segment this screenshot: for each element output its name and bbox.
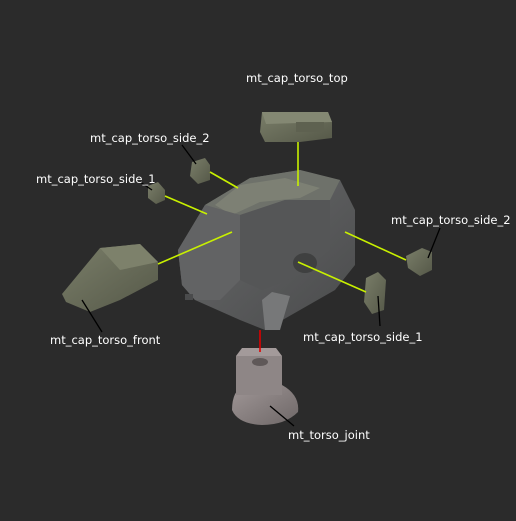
leader-side-1-left (139, 181, 153, 191)
leader-side-2-left (181, 144, 197, 165)
torso-joint-part (232, 348, 299, 425)
label-torso-top: mt_cap_torso_top (246, 71, 348, 85)
connector-side-2-right (344, 231, 407, 261)
torso-side-2-right-part (406, 248, 432, 276)
label-torso-front: mt_cap_torso_front (50, 333, 161, 347)
torso-body (178, 170, 355, 330)
torso-side-1-right-part (364, 272, 386, 314)
connector-lines (157, 142, 407, 352)
leader-side-1-right (377, 295, 381, 327)
leader-joint (269, 405, 295, 427)
torso-side-1-left-part (148, 182, 165, 204)
connector-side-2-left (209, 171, 239, 189)
leader-front (81, 299, 103, 333)
torso-side-2-left-part (190, 158, 210, 184)
label-torso-joint: mt_torso_joint (288, 428, 370, 442)
leader-side-2-right (427, 227, 441, 259)
label-torso-side-2-left: mt_cap_torso_side_2 (90, 131, 210, 145)
connector-front (157, 231, 233, 265)
torso-top-part (260, 112, 332, 142)
label-torso-side-1-left: mt_cap_torso_side_1 (36, 172, 156, 186)
leader-lines (81, 144, 441, 427)
torso-front-part (62, 244, 158, 312)
connector-side-1-left (164, 195, 208, 215)
label-torso-side-1-right: mt_cap_torso_side_1 (303, 330, 423, 344)
connector-side-1-right (297, 261, 367, 293)
label-torso-side-2-right: mt_cap_torso_side_2 (391, 213, 511, 227)
